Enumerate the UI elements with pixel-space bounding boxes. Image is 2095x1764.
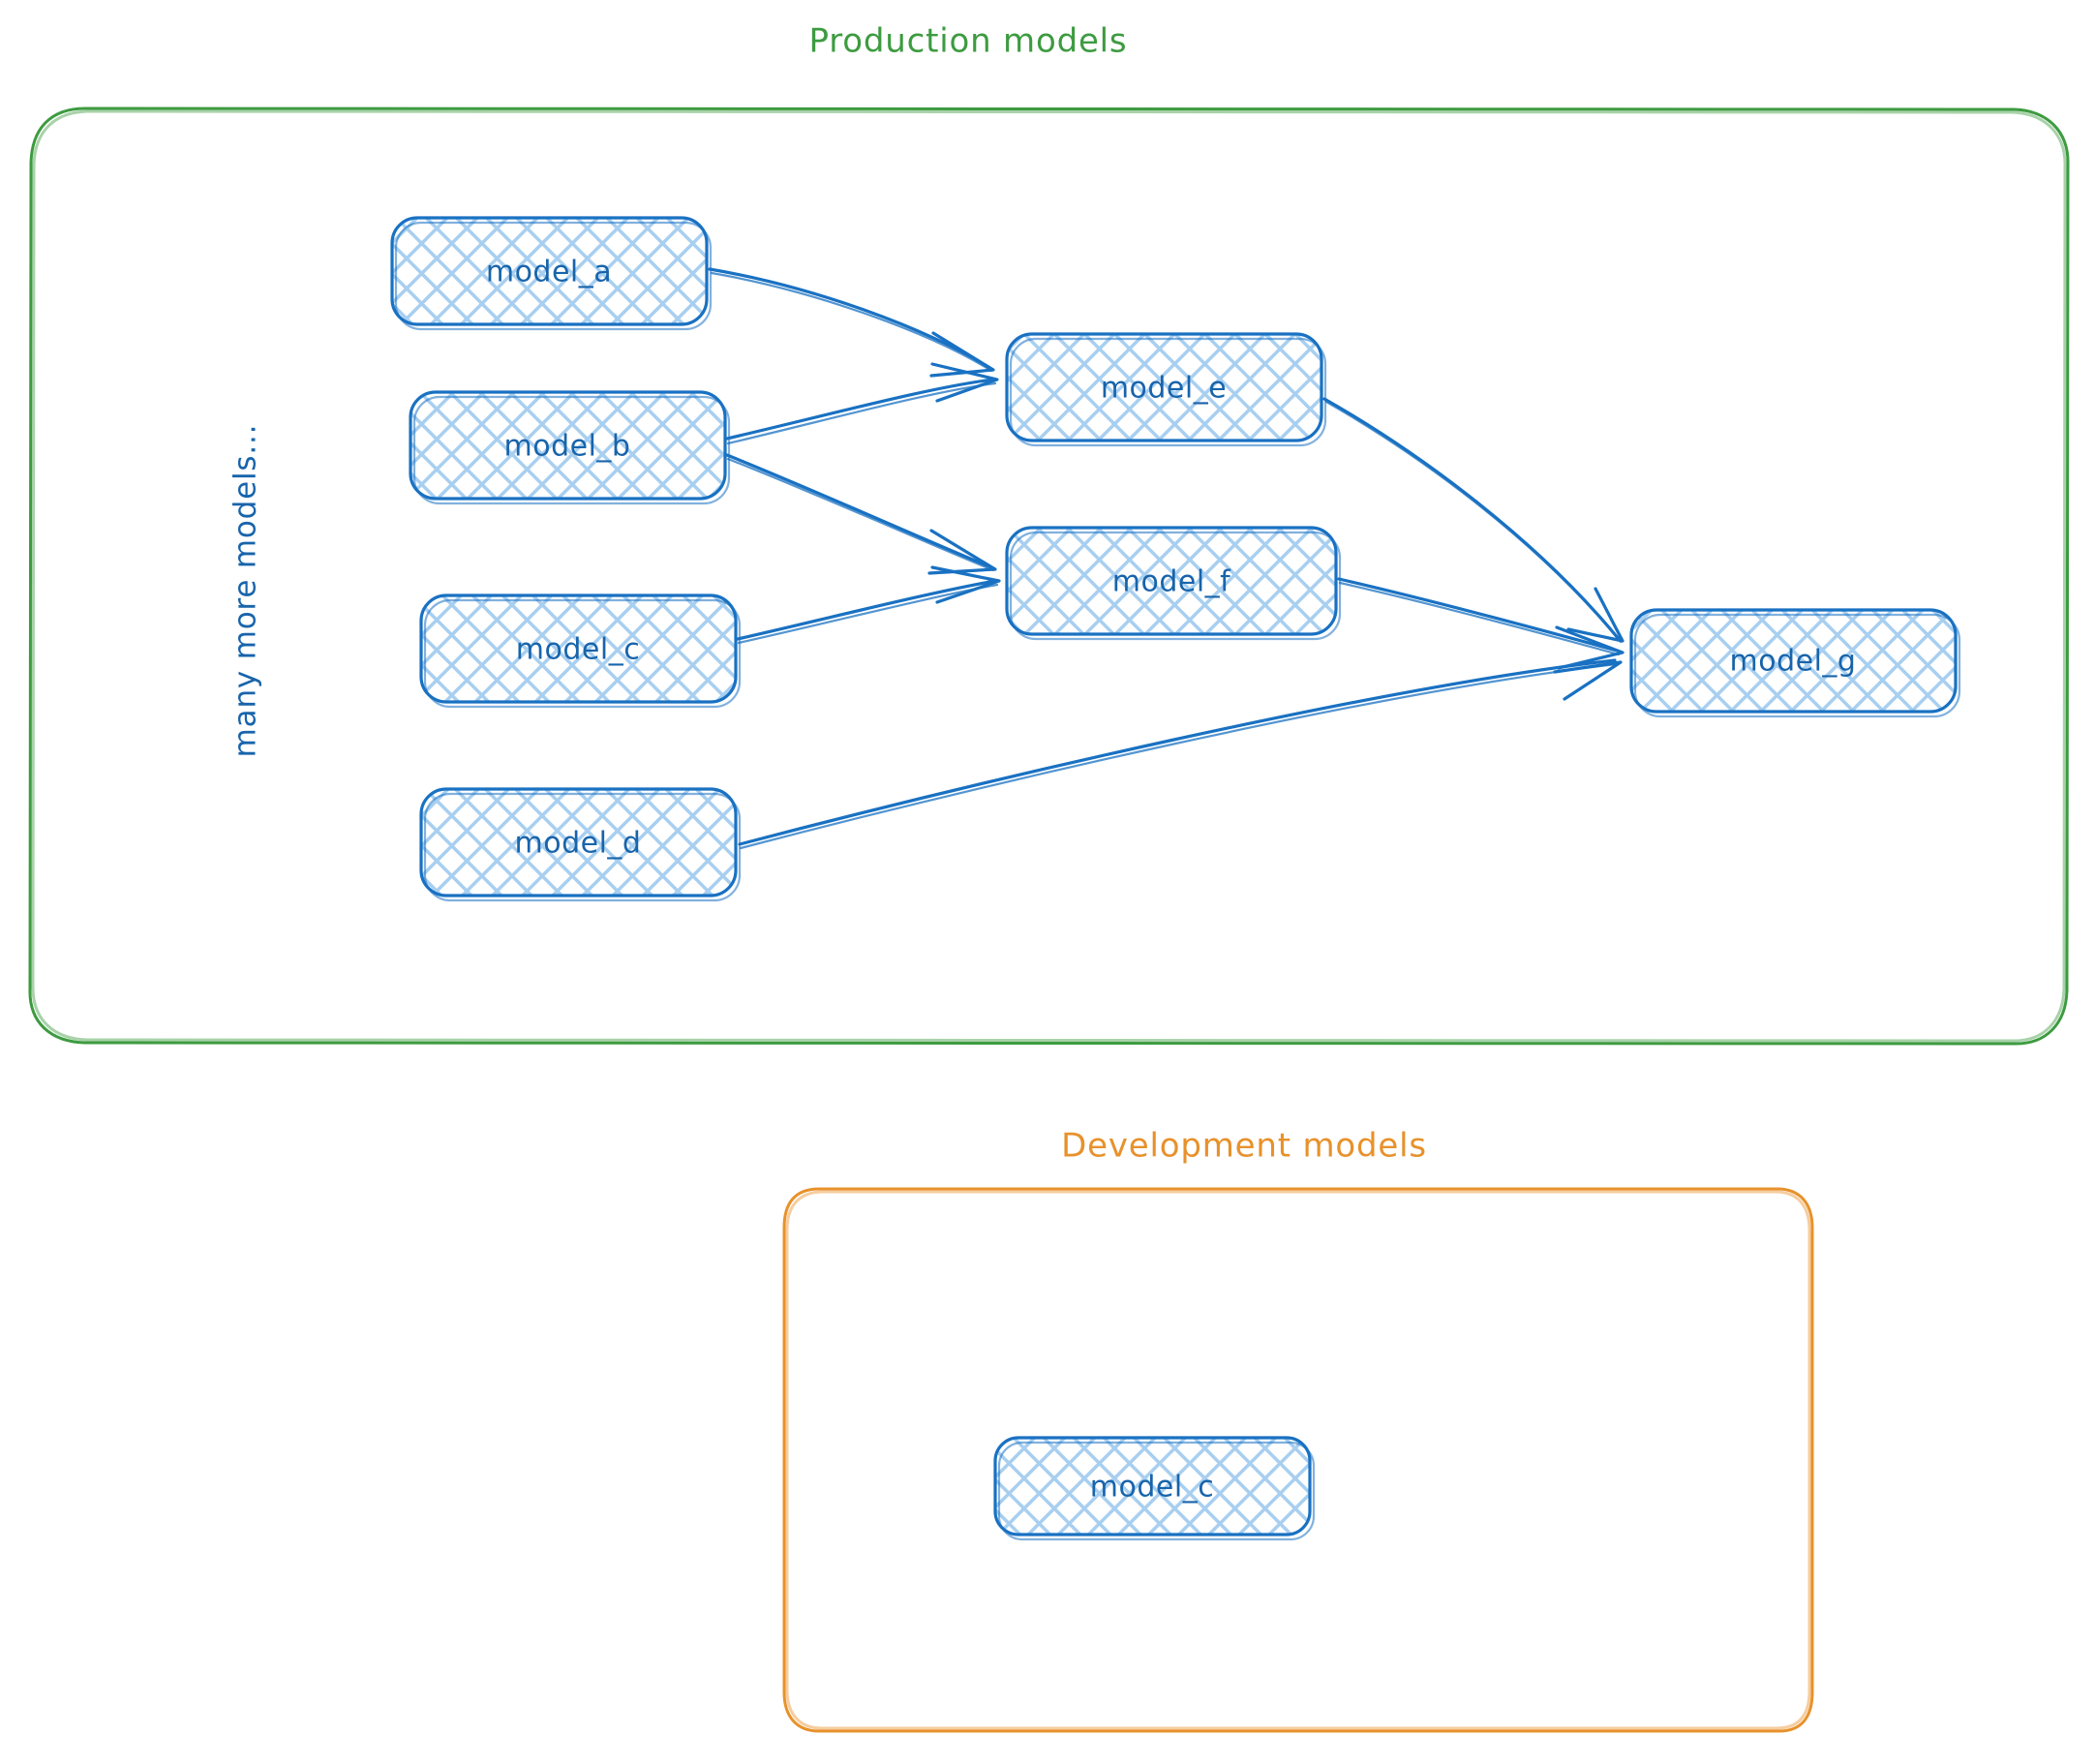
edge-model-e-to-model-g bbox=[1322, 397, 1624, 644]
node-model-e-label: model_e bbox=[1101, 372, 1227, 406]
node-model-c[interactable]: model_c bbox=[419, 593, 742, 709]
node-model-g-label: model_g bbox=[1730, 645, 1857, 679]
group-label-development: Development models bbox=[1061, 1127, 1427, 1166]
group-border-production-ghost bbox=[31, 109, 2067, 1043]
node-model-b-box-ghost bbox=[412, 395, 731, 505]
node-model-a-box[interactable] bbox=[390, 216, 709, 326]
node-model-f-box[interactable] bbox=[1005, 526, 1338, 636]
node-model-c-dev-box-ghost bbox=[997, 1441, 1316, 1541]
node-model-f[interactable]: model_f bbox=[1005, 526, 1342, 641]
edge-model-f-to-model-g bbox=[1337, 577, 1624, 670]
node-model-d[interactable]: model_d bbox=[419, 787, 742, 902]
group-development[interactable]: Development models bbox=[782, 1127, 1814, 1733]
node-model-c-box[interactable] bbox=[419, 593, 738, 704]
node-model-d-box[interactable] bbox=[419, 787, 738, 897]
node-model-b[interactable]: model_b bbox=[409, 390, 731, 505]
node-model-g[interactable]: model_g bbox=[1629, 608, 1961, 718]
node-model-b-label: model_b bbox=[504, 430, 631, 464]
group-production[interactable]: Production models bbox=[28, 22, 2070, 1046]
node-model-c-label: model_c bbox=[516, 633, 640, 667]
annotation-many-more-models: many more models... bbox=[228, 424, 263, 758]
node-model-b-box[interactable] bbox=[409, 390, 727, 501]
node-model-g-box[interactable] bbox=[1629, 608, 1958, 714]
node-model-f-box-ghost bbox=[1009, 531, 1342, 641]
edge-model-a-to-model-e bbox=[708, 267, 995, 378]
node-model-c-dev[interactable]: model_c bbox=[993, 1436, 1316, 1541]
node-model-a-label: model_a bbox=[486, 256, 612, 289]
node-model-e-box-ghost bbox=[1009, 337, 1327, 447]
node-model-e-box[interactable] bbox=[1005, 332, 1323, 442]
node-model-d-box-ghost bbox=[423, 792, 742, 902]
group-border-production bbox=[28, 106, 2070, 1046]
group-border-development-ghost bbox=[785, 1190, 1811, 1730]
edge-model-b-to-model-e bbox=[725, 362, 999, 445]
edge-model-b-to-model-f bbox=[725, 453, 997, 575]
edge-model-c-to-model-f bbox=[736, 565, 1001, 645]
node-model-d-label: model_d bbox=[515, 827, 642, 861]
group-border-development bbox=[782, 1187, 1814, 1733]
node-model-g-box-ghost bbox=[1633, 613, 1961, 718]
node-model-a[interactable]: model_a bbox=[390, 216, 713, 331]
node-model-c-dev-box[interactable] bbox=[993, 1436, 1312, 1536]
node-model-c-box-ghost bbox=[423, 598, 742, 709]
node-model-e[interactable]: model_e bbox=[1005, 332, 1327, 447]
annotation-text: many more models... bbox=[228, 424, 263, 758]
node-model-c-dev-label: model_c bbox=[1090, 1471, 1214, 1505]
node-model-a-box-ghost bbox=[394, 221, 713, 331]
group-label-production: Production models bbox=[809, 22, 1128, 61]
node-model-f-label: model_f bbox=[1112, 565, 1231, 599]
edge-model-d-to-model-g bbox=[738, 658, 1623, 850]
